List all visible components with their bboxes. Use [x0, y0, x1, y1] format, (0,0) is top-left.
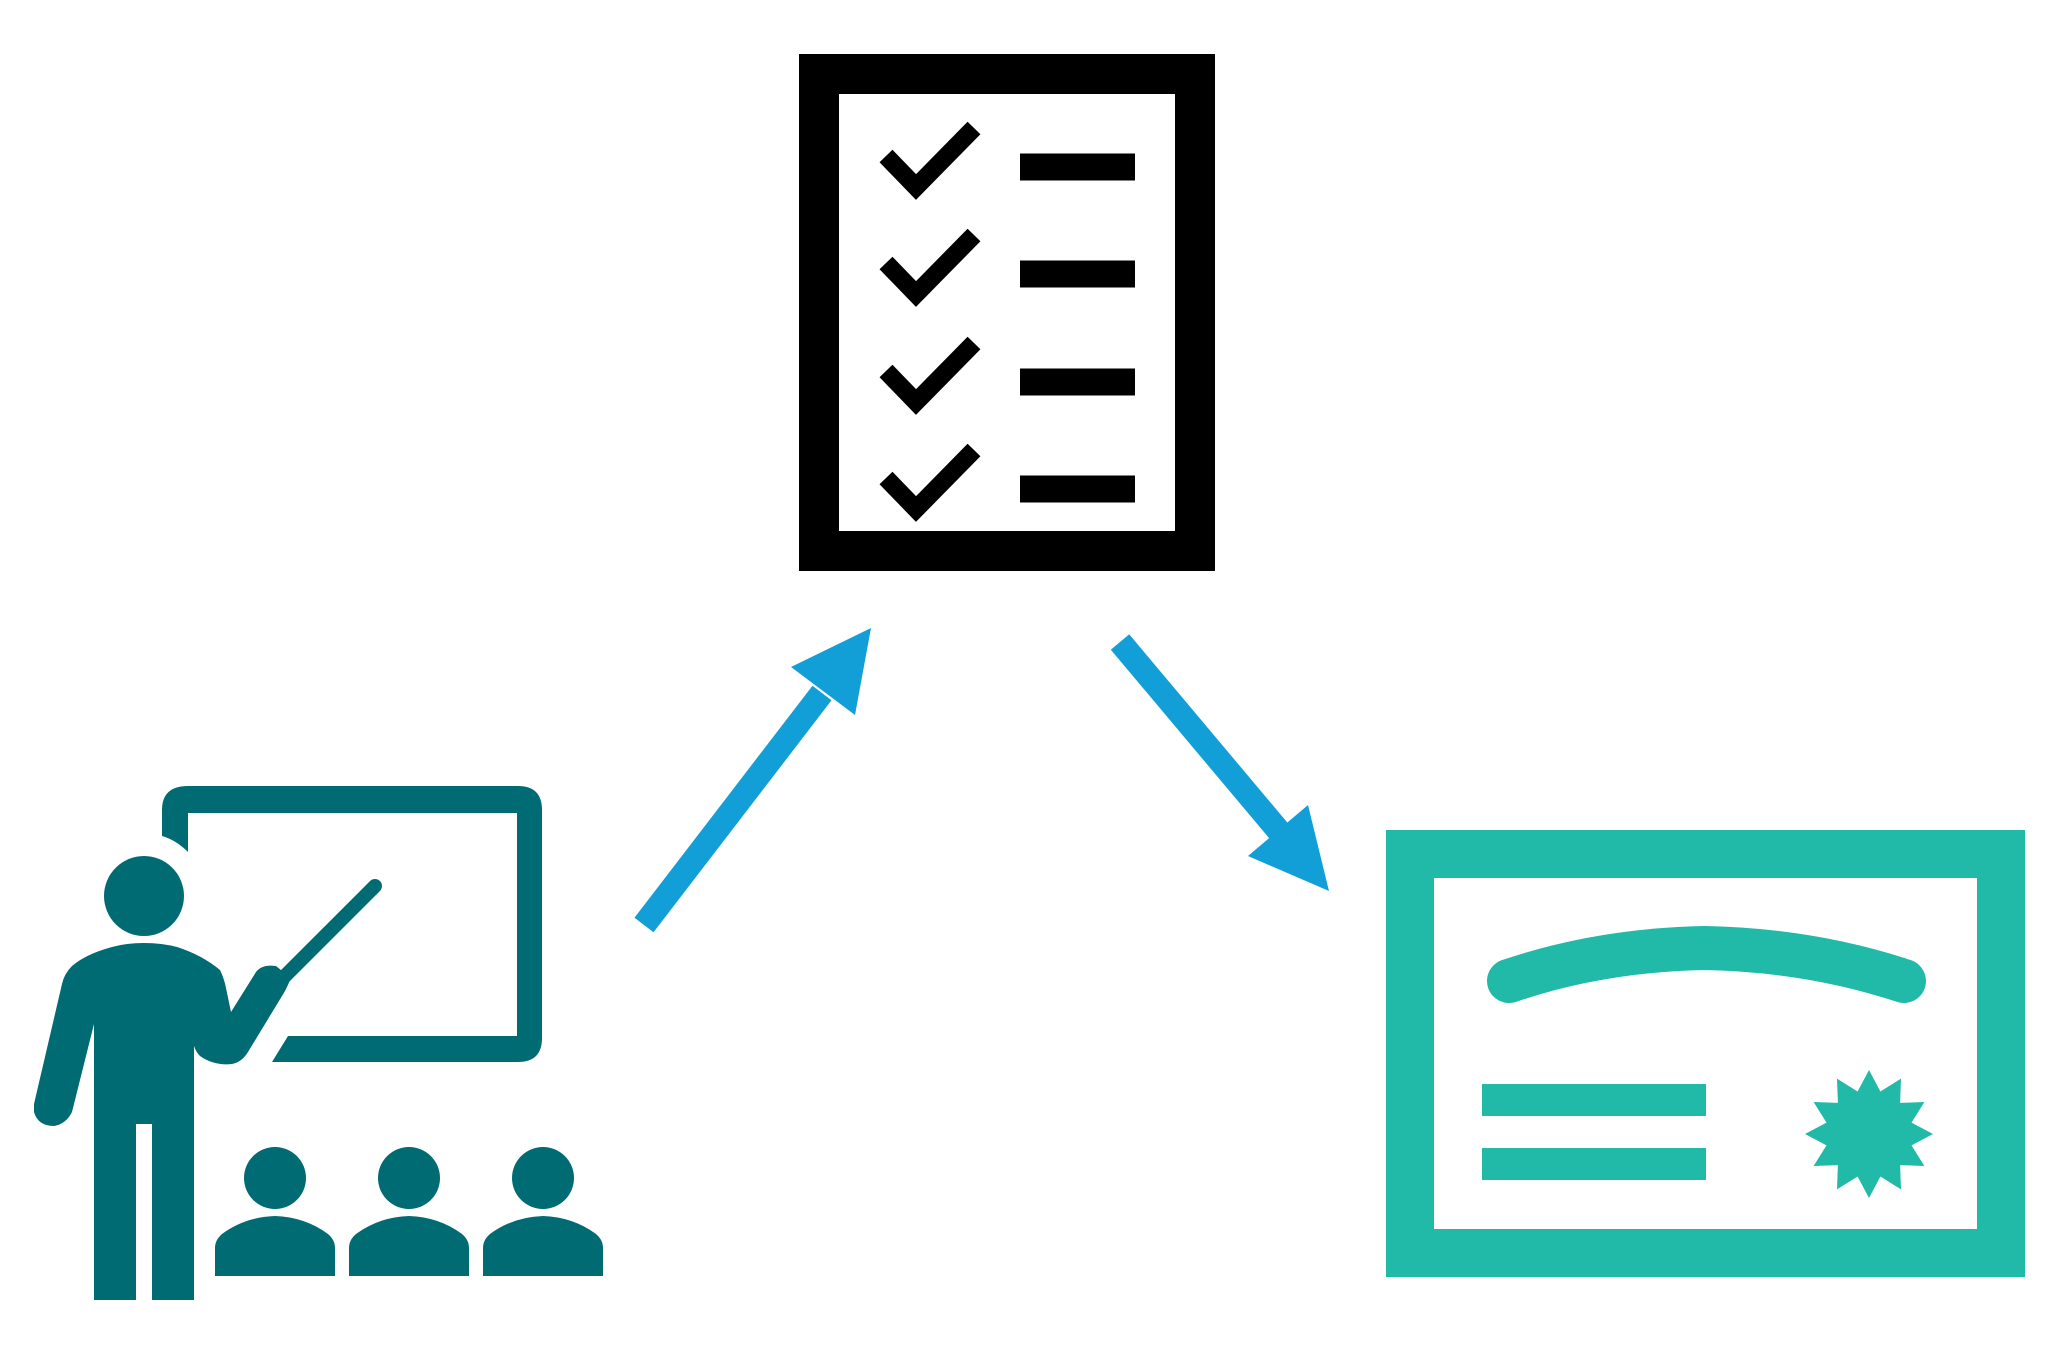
arrow-assessment-to-certification — [1110, 634, 1329, 891]
check-icon — [879, 228, 981, 307]
certificate-seal-icon — [1805, 1070, 1933, 1198]
pointer-stick — [265, 879, 382, 996]
audience-person-body — [483, 1216, 603, 1276]
check-icon — [879, 443, 981, 522]
teacher-head-icon — [104, 856, 184, 936]
audience-person-body — [215, 1216, 335, 1276]
checklist-frame — [799, 54, 1215, 571]
certificate-frame — [1386, 830, 2025, 1277]
arrow-head — [1248, 805, 1329, 891]
checklist-items — [879, 121, 1135, 522]
check-icon — [879, 336, 981, 415]
audience-person-head — [244, 1147, 306, 1209]
arrow-shaft — [634, 685, 832, 933]
arrow-training-to-assessment — [634, 628, 871, 933]
certificate-icon — [1386, 830, 2025, 1277]
certificate-title-stroke — [1487, 925, 1926, 1003]
audience-person-head — [378, 1147, 440, 1209]
arrow-shaft — [1110, 634, 1298, 850]
checklist-icon — [799, 54, 1215, 571]
arrow-head — [791, 628, 871, 715]
audience-person-head — [512, 1147, 574, 1209]
check-icon — [879, 121, 981, 200]
teacher-presentation-icon — [34, 786, 603, 1300]
teacher-body-icon — [34, 943, 290, 1300]
audience-icon — [215, 1147, 603, 1276]
audience-person-body — [349, 1216, 469, 1276]
